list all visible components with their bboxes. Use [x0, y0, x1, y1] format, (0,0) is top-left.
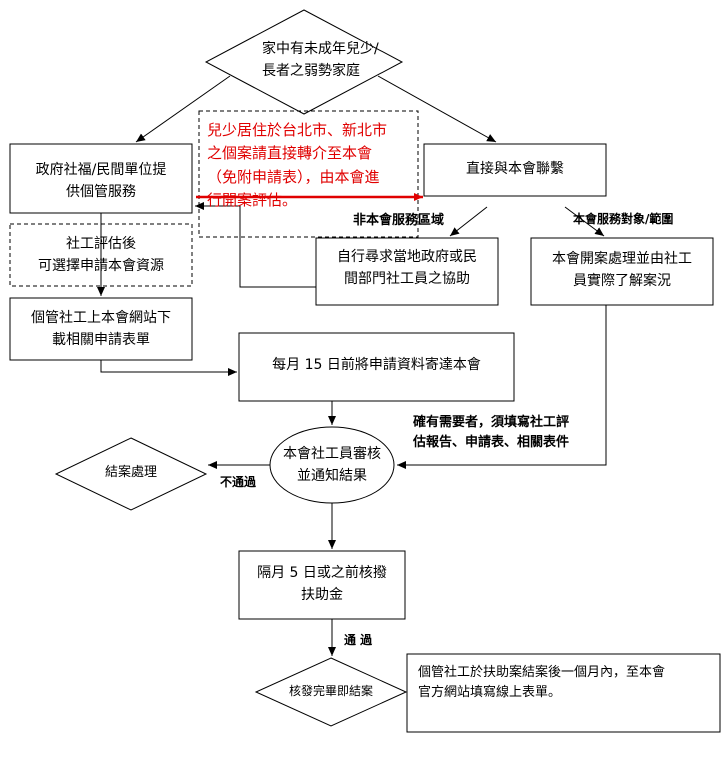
start-diamond	[204, 9, 404, 115]
online-form-text: 個管社工於扶助案結案後一個月內，至本會 官方網站填寫線上表單。	[418, 665, 666, 701]
social-assess-text: 社工評估後 可選擇申請本會資源	[38, 236, 164, 274]
red-note-box	[198, 110, 419, 238]
finish-close-diamond	[254, 657, 408, 727]
close-case-text: 結案處理	[104, 465, 157, 480]
disburse-box	[238, 550, 406, 620]
mail-text: 每月 15 日前將申請資料寄達本會	[272, 357, 481, 373]
gov-services-text: 政府社福/民間單位提 供個管服務	[35, 162, 167, 200]
download-form-text: 個管社工上本會網站下 載相關申請表單	[31, 310, 171, 348]
arrow-direct-to-open	[564, 206, 605, 237]
service-target-label: 本會服務對象/範圍	[573, 212, 674, 226]
pass-label: 通 過	[344, 633, 373, 647]
review-text: 本會社工員審核 並通知結果	[283, 446, 381, 484]
not-pass-label: 不通過	[220, 475, 257, 489]
arrow-open-to-review	[397, 305, 607, 469]
open-case-text: 本會開案處理並由社工 員實際了解案況	[552, 251, 692, 289]
mail-box	[238, 332, 515, 402]
self-seek-text: 自行尋求當地政府或民 間部門社工員之協助	[337, 249, 477, 287]
open-case-box	[530, 237, 714, 306]
finish-close-text: 核發完畢即結案	[288, 684, 373, 698]
required-docs-label: 確有需要者，須填寫社工評 估報告、申請表、相關表件	[413, 415, 570, 451]
arrow-start-to-direct	[377, 75, 497, 143]
gov-services-box	[9, 143, 193, 214]
arrow-download-to-mail	[100, 360, 237, 376]
direct-contact-box	[423, 143, 607, 197]
arrow-direct-to-self	[449, 206, 488, 237]
line-self-to-gov	[195, 202, 316, 288]
non-service-area-label: 非本會服務區域	[353, 213, 445, 228]
red-note-text: 兒少居住於台北市、新北市 之個案請直接轉介至本會 （免附申請表），由本會進 行開…	[207, 121, 388, 209]
self-seek-box	[315, 237, 499, 306]
disburse-text: 隔月 5 日或之前核撥 扶助金	[257, 565, 387, 603]
close-case-diamond	[54, 437, 208, 511]
arrow-start-to-gov	[135, 75, 231, 143]
start-text: 家中有未成年兒少/ 長者之弱勢家庭	[262, 41, 379, 79]
direct-contact-text: 直接與本會聯繫	[466, 161, 564, 177]
online-form-box	[406, 653, 721, 733]
